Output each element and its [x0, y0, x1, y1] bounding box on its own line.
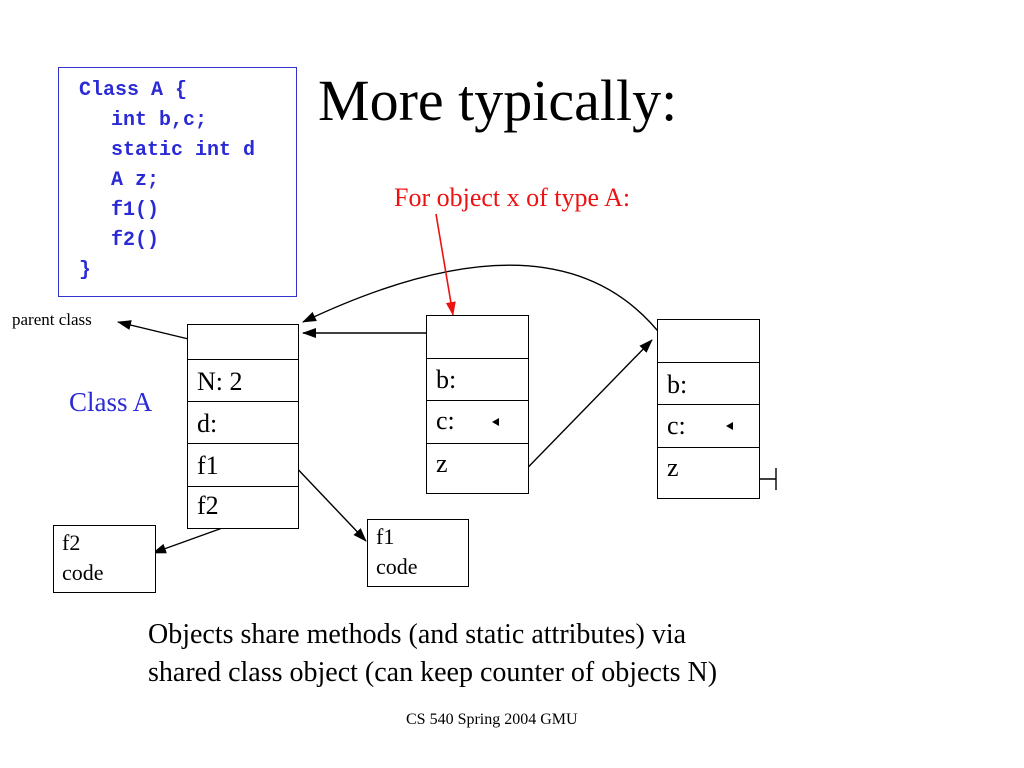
f1-code-box: f1 code: [367, 519, 469, 587]
object2-to-class-arc-arrow: [302, 264, 666, 341]
slide-footer: CS 540 Spring 2004 GMU: [406, 711, 578, 728]
object-2-class-slot: [657, 319, 760, 363]
class-object-f2-slot: f2: [187, 486, 299, 529]
object-2-c-slot: c:: [657, 404, 760, 448]
class-object-f1-slot: f1: [187, 443, 299, 487]
parent-class-label: parent class: [12, 310, 92, 329]
code-line: static int d: [87, 139, 256, 162]
class-a-label: Class A: [69, 387, 153, 417]
object-1-c-pointer-icon: [492, 418, 499, 426]
caption-line: shared class object (can keep counter of…: [148, 657, 718, 688]
object-2-c-pointer-icon: [726, 422, 733, 430]
class-object-static-slot: d:: [187, 401, 299, 444]
slide-title: More typically:: [318, 68, 678, 133]
object-1-c-slot: c:: [426, 400, 529, 444]
class-object-parent-slot: [187, 324, 299, 360]
object-1-z-slot: z: [426, 443, 529, 494]
f1-to-code-arrow: [290, 461, 367, 542]
class-object-count-slot: N: 2: [187, 359, 299, 402]
f2-code-box: f2 code: [53, 525, 156, 593]
diagram-subtitle: For object x of type A:: [394, 183, 631, 212]
object-2-z-slot: z: [657, 447, 760, 499]
code-line: A z;: [87, 169, 160, 192]
code-line: }: [79, 259, 92, 282]
code-line: f1(): [87, 199, 160, 222]
object-2-b-slot: b:: [657, 362, 760, 405]
code-line: Class A {: [79, 79, 188, 102]
slide-caption: Objects share methods (and static attrib…: [148, 616, 868, 692]
object-1-class-slot: [426, 315, 529, 359]
code-line: f2(): [87, 229, 160, 252]
caption-line: Objects share methods (and static attrib…: [148, 619, 687, 650]
object-1-b-slot: b:: [426, 358, 529, 401]
code-line: int b,c;: [87, 109, 208, 132]
code-listing-box: Class A { int b,c; static int d A z; f1(…: [58, 67, 297, 297]
subtitle-pointer-arrow: [435, 213, 456, 316]
